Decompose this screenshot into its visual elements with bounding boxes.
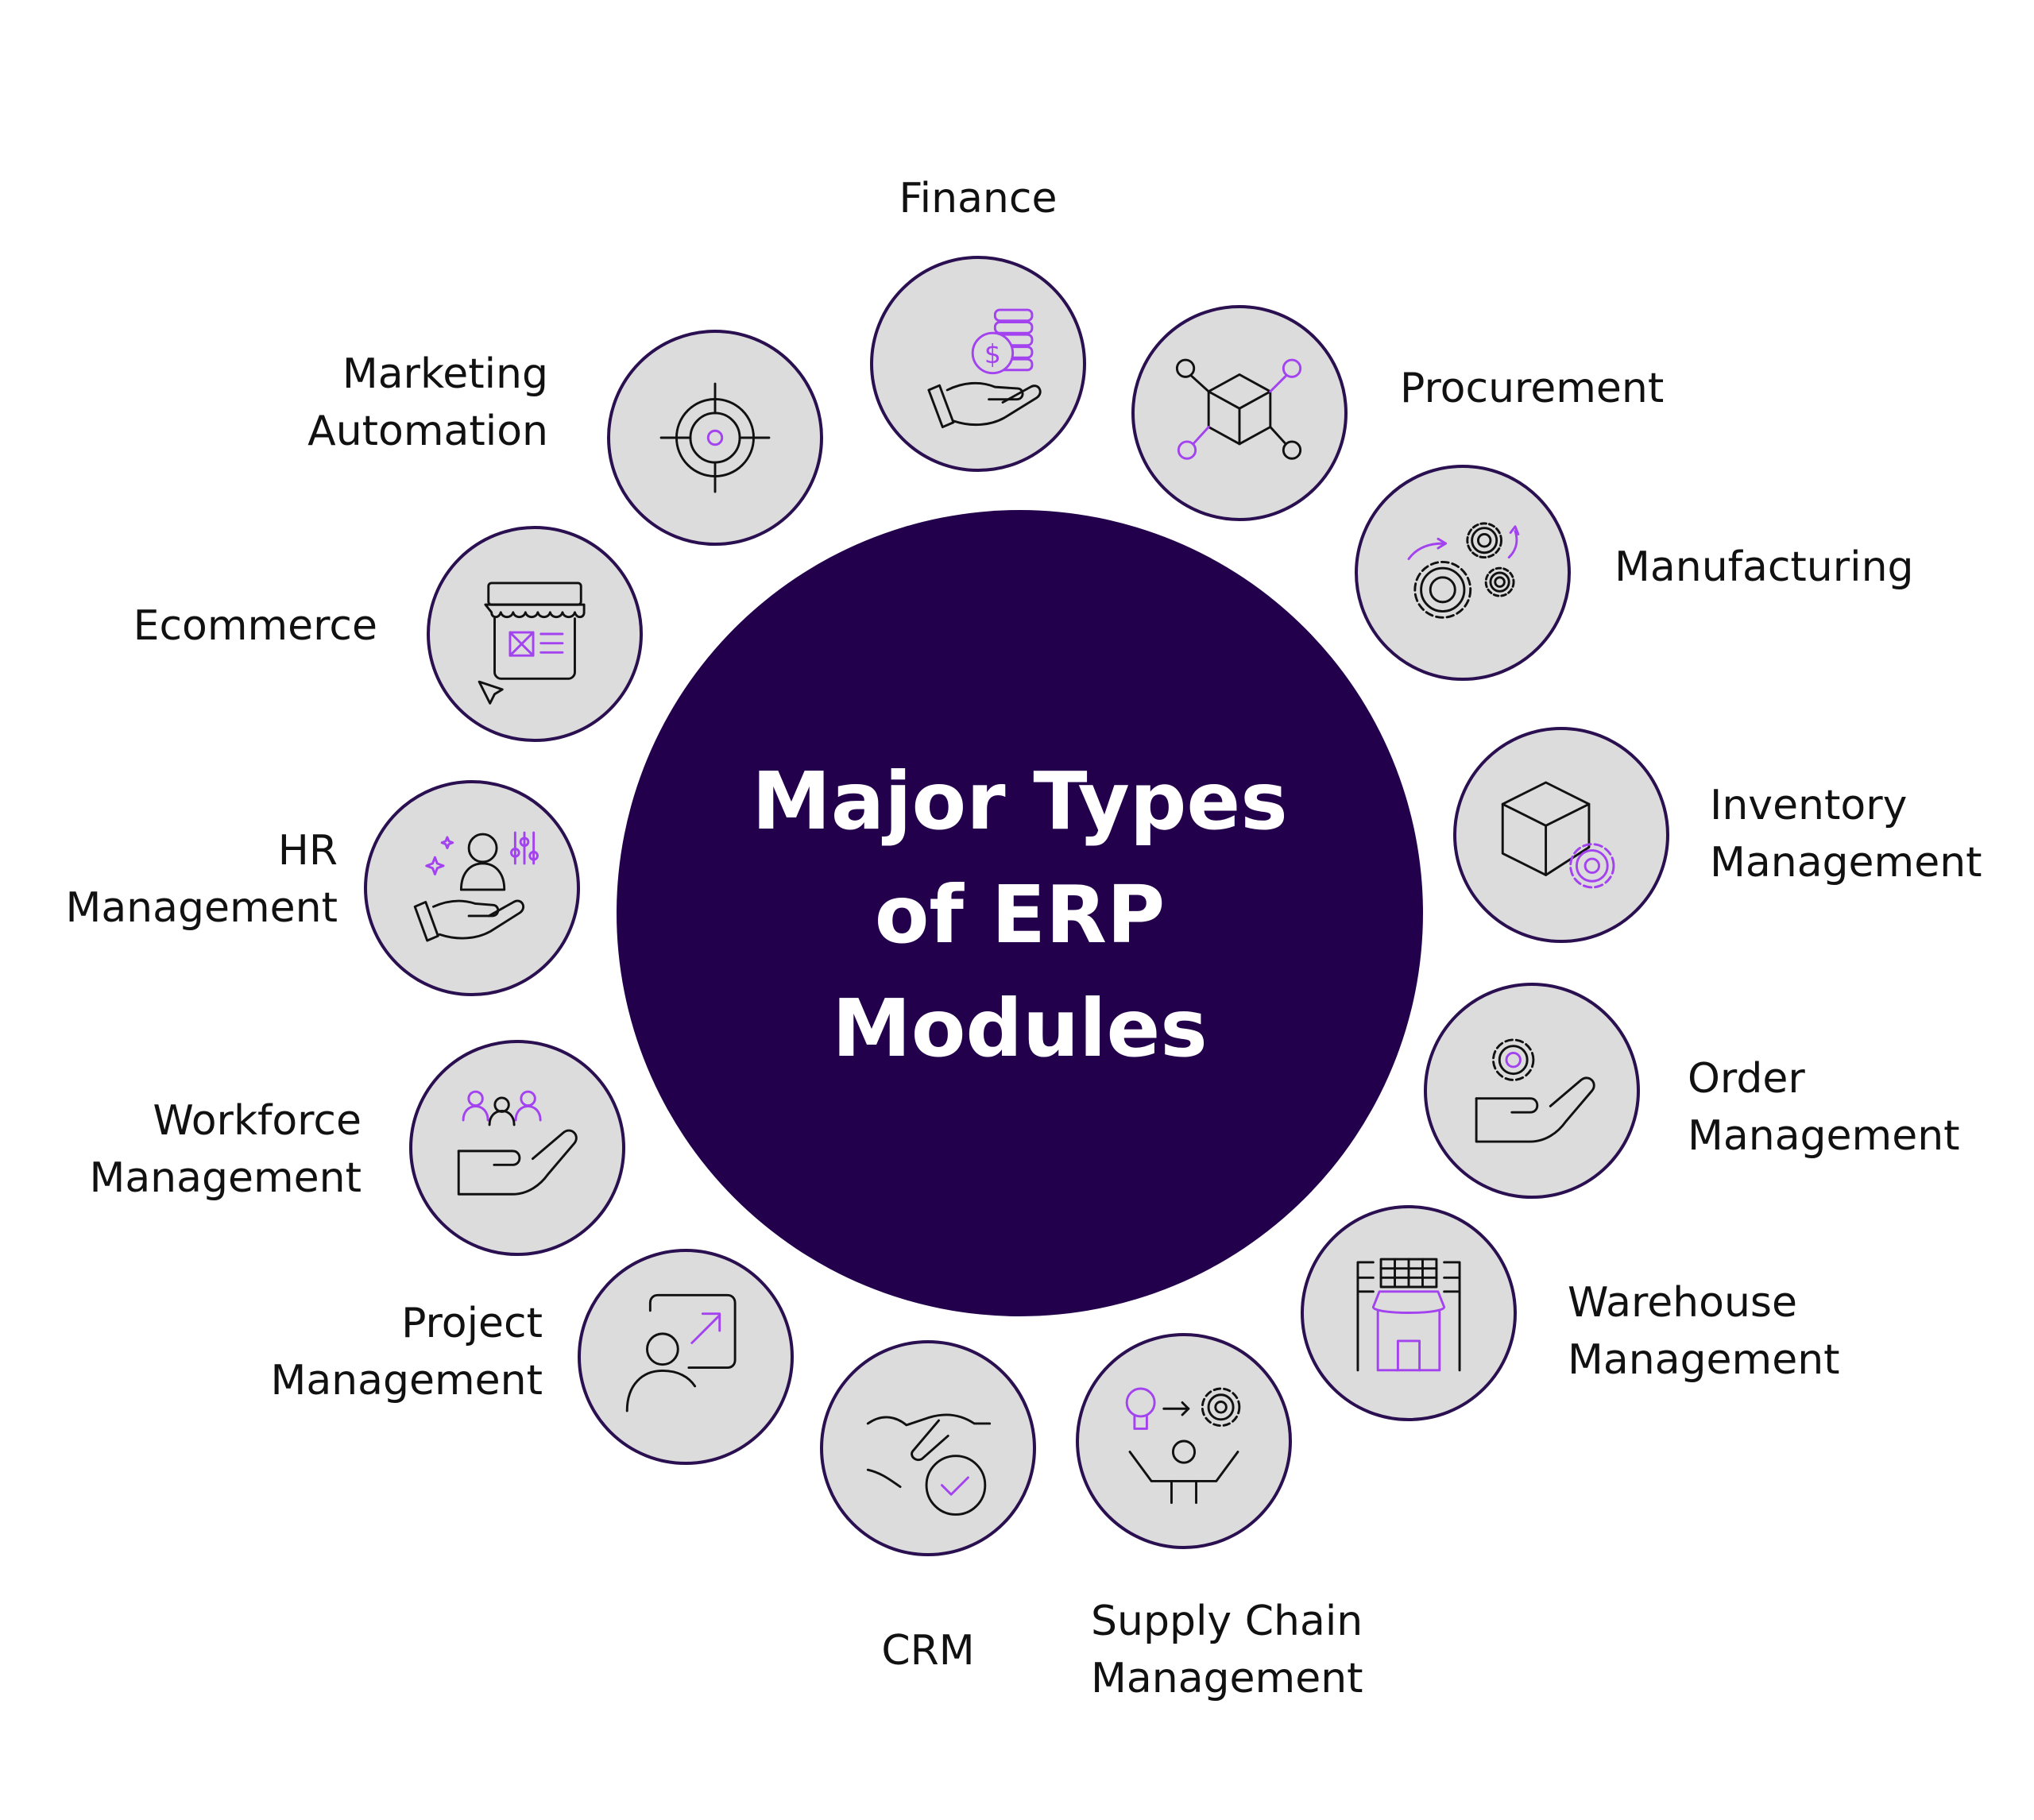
module-manufacturing <box>1355 465 1571 681</box>
supply-chain-icon <box>1125 1387 1241 1505</box>
module-project-management <box>578 1249 794 1465</box>
module-hr-management <box>364 780 580 996</box>
center-circle: Major Types of ERP Modules <box>617 510 1423 1316</box>
label-order-management: Order Management <box>1688 1055 1960 1160</box>
hand-person-icon <box>413 831 539 942</box>
storefront-icon <box>478 582 586 705</box>
label-warehouse-management: Warehouse Management <box>1568 1279 1840 1384</box>
module-ecommerce <box>427 526 643 742</box>
label-hr-management: HR Management <box>65 827 338 932</box>
gears-icon <box>1407 522 1520 619</box>
module-procurement <box>1131 305 1348 521</box>
label-marketing-automation: Marketing Automation <box>307 350 548 455</box>
module-finance: $ <box>870 256 1086 472</box>
hand-gear-icon <box>1475 1038 1595 1143</box>
diagram-title: Major Types of ERP Modules <box>752 755 1288 1075</box>
label-workforce-management: Workforce Management <box>89 1097 362 1202</box>
module-inventory-management <box>1453 727 1669 943</box>
module-warehouse-management <box>1301 1205 1517 1421</box>
label-manufacturing: Manufacturing <box>1614 543 1914 591</box>
target-icon <box>659 382 771 493</box>
label-ecommerce: Ecommerce <box>133 602 377 650</box>
module-marketing-automation <box>607 330 823 546</box>
label-inventory-management: Inventory Management <box>1710 782 1982 887</box>
label-project-management: Project Management <box>270 1300 543 1405</box>
warehouse-icon <box>1356 1258 1461 1372</box>
svg-text:$: $ <box>984 338 1001 369</box>
label-finance: Finance <box>899 175 1058 222</box>
hand-coin-icon: $ <box>927 308 1042 429</box>
label-procurement: Procurement <box>1400 365 1665 412</box>
box-gear-icon <box>1501 781 1615 889</box>
module-workforce-management <box>409 1040 625 1256</box>
presentation-icon <box>625 1293 737 1412</box>
label-crm: CRM <box>881 1627 975 1675</box>
label-supply-chain-management: Supply Chain Management <box>1091 1598 1363 1702</box>
cube-network-icon <box>1175 358 1302 460</box>
module-crm <box>820 1340 1036 1556</box>
hand-team-icon <box>457 1090 578 1196</box>
handshake-icon <box>866 1413 992 1516</box>
module-supply-chain-management <box>1076 1333 1292 1549</box>
module-order-management <box>1424 983 1640 1199</box>
